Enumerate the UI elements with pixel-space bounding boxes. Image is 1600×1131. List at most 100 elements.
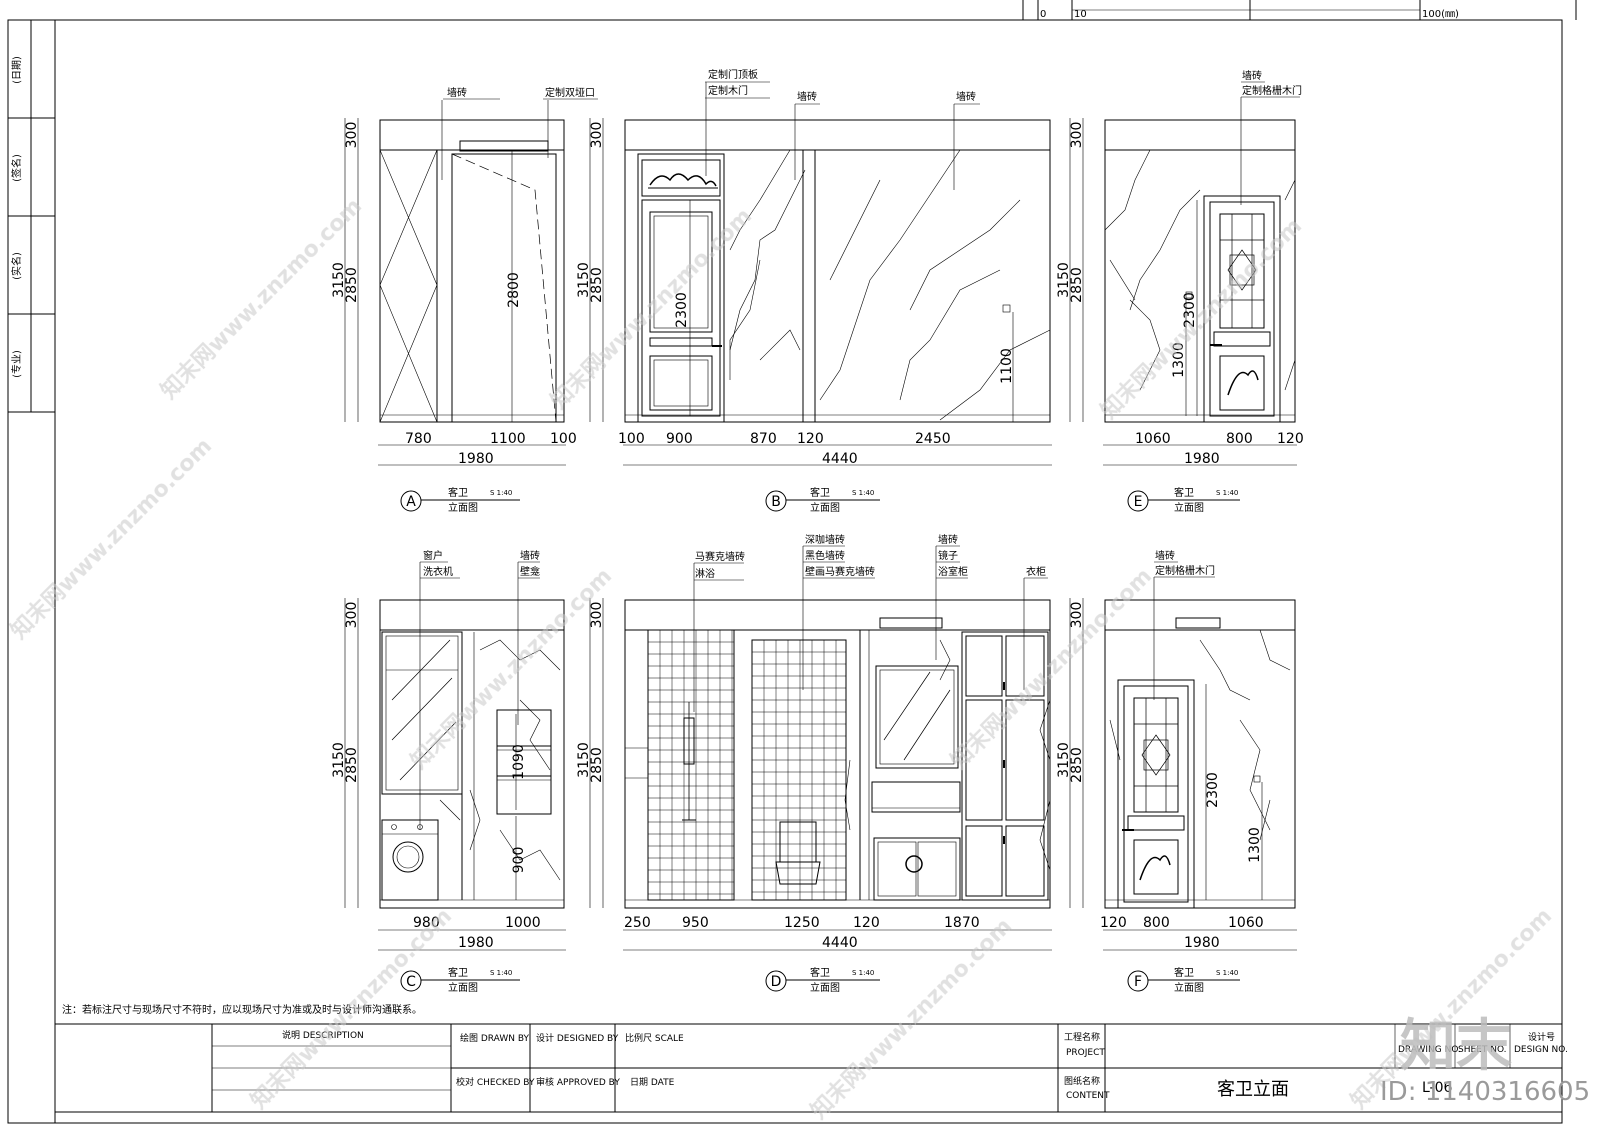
tb-scale: 比例尺 SCALE <box>625 1032 684 1044</box>
b-dim-2450: 2450 <box>915 431 951 447</box>
a-dim-total: 1980 <box>458 451 494 467</box>
e-dim-3150: 3150 <box>1056 262 1072 298</box>
watermarks: 知末网www.znzmo.com 知末网www.znzmo.com 知末网www… <box>6 193 1557 1124</box>
a-dim-780: 780 <box>405 431 432 447</box>
a-dim-300: 300 <box>344 122 360 149</box>
a-dim-100: 100 <box>550 431 577 447</box>
d-mural-tiles <box>751 639 846 900</box>
tb-design-no-en: DESIGN NO. <box>1514 1045 1568 1055</box>
c-dim-1000: 1000 <box>505 915 541 931</box>
tb-sheet-value: L-06 <box>1422 1080 1453 1096</box>
e-scale: S 1:40 <box>1216 489 1238 497</box>
elevation-a: 墙砖 定制双垭口 300 3150 2850 2800 780 1100 100… <box>331 86 598 514</box>
d-marble-veins <box>844 639 1051 871</box>
d-dim-3150: 3150 <box>576 742 592 778</box>
c-callout-washer: 洗衣机 <box>423 565 453 578</box>
d-mosaic-tiles <box>647 629 734 900</box>
d-callout-wall-tile: 墙砖 <box>938 533 958 546</box>
title-block <box>54 1023 1563 1113</box>
c-callout-window: 窗户 <box>423 549 443 562</box>
elevation-e: 2300 1300 墙砖 定制格栅木门 300 3150 2850 1060 8… <box>1056 69 1304 514</box>
d-dim-2850: 2850 <box>589 747 605 783</box>
b-dim-870: 870 <box>750 431 777 447</box>
d-callout-black-tile: 黑色墙砖 <box>805 549 845 562</box>
c-dim-3150: 3150 <box>331 742 347 778</box>
b-dim-1100: 1100 <box>999 348 1015 384</box>
watermark-3: 知末网www.znzmo.com <box>1096 213 1307 424</box>
a-dim-3150: 3150 <box>331 262 347 298</box>
b-scale: S 1:40 <box>852 489 874 497</box>
tb-design-no-cn: 设计号 <box>1528 1031 1555 1043</box>
c-dim-900: 900 <box>511 847 527 874</box>
d-callout-mosaic: 马赛克墙砖 <box>695 550 745 563</box>
label-signature: (签名) <box>10 154 23 182</box>
d-title: 客卫 <box>810 966 830 979</box>
f-dim-1300: 1300 <box>1247 827 1263 863</box>
a-callout-wall-tile: 墙砖 <box>447 86 467 99</box>
b-dim-2300: 2300 <box>674 292 690 328</box>
d-scale: S 1:40 <box>852 969 874 977</box>
b-title: 客卫 <box>810 486 830 499</box>
f-callout-lattice-door: 定制格栅木门 <box>1155 564 1215 577</box>
watermark-id: ID: 1140316605 <box>1380 1077 1590 1107</box>
f-dim-2300: 2300 <box>1205 772 1221 808</box>
a-tag: A <box>406 494 416 510</box>
tb-content-value: 客卫立面 <box>1217 1079 1289 1100</box>
b-subtitle: 立面图 <box>810 501 840 514</box>
e-subtitle: 立面图 <box>1174 501 1204 514</box>
label-date: (日期) <box>11 56 23 84</box>
d-tag: D <box>771 974 782 990</box>
f-dim-total: 1980 <box>1184 935 1220 951</box>
b-dim-3150: 3150 <box>576 262 592 298</box>
tb-drawn-by: 绘图 DRAWN BY <box>460 1032 530 1044</box>
d-dim-250: 250 <box>624 915 651 931</box>
f-title: 客卫 <box>1174 966 1194 979</box>
watermark-2: 知末网www.znzmo.com <box>546 203 757 414</box>
d-subtitle: 立面图 <box>810 981 840 994</box>
e-dim-1300: 1300 <box>1171 342 1187 378</box>
a-scale: S 1:40 <box>490 489 512 497</box>
e-dim-300: 300 <box>1069 122 1085 149</box>
a-dim-2850: 2850 <box>344 267 360 303</box>
b-dim-100: 100 <box>618 431 645 447</box>
c-title: 客卫 <box>448 966 468 979</box>
f-dim-300: 300 <box>1069 602 1085 629</box>
d-callout-shower: 淋浴 <box>695 567 715 580</box>
label-name: (实名) <box>10 252 23 280</box>
d-callout-mural-mosaic: 壁画马赛克墙砖 <box>805 565 875 578</box>
b-tag: B <box>771 494 781 510</box>
d-dim-1870: 1870 <box>944 915 980 931</box>
b-dim-300: 300 <box>589 122 605 149</box>
watermark-logo: 知末 <box>1400 1014 1512 1079</box>
e-dim-2300: 2300 <box>1182 292 1198 328</box>
c-callout-niche: 壁龛 <box>520 565 540 578</box>
f-tag: F <box>1134 974 1142 990</box>
b-marble-veins <box>729 149 1051 421</box>
label-discipline: (专业) <box>10 350 23 378</box>
f-callout-wall-tile: 墙砖 <box>1155 549 1175 562</box>
b-callout-wood-door: 定制木门 <box>708 84 748 97</box>
f-dim-1060: 1060 <box>1228 915 1264 931</box>
elevation-b: 1100 2300 定制门顶板 定制木门 墙砖 墙砖 300 3150 2850… <box>576 68 1052 514</box>
f-lattice <box>1134 698 1178 812</box>
b-dim-120: 120 <box>797 431 824 447</box>
b-callout-door-header: 定制门顶板 <box>708 68 758 81</box>
f-dim-800: 800 <box>1143 915 1170 931</box>
tb-drawing-no: DRAWING NO. <box>1398 1045 1461 1055</box>
c-callout-wall-tile: 墙砖 <box>520 549 540 562</box>
b-dim-total: 4440 <box>822 451 858 467</box>
title-block-text: 说明 DESCRIPTION 绘图 DRAWN BY 设计 DESIGNED B… <box>282 1029 1568 1101</box>
c-dim-300: 300 <box>344 602 360 629</box>
c-dim-1090: 1090 <box>511 744 527 780</box>
scale-bar: 0 10 100(㎜) <box>1022 0 1577 20</box>
e-callout-wall-tile: 墙砖 <box>1242 69 1262 82</box>
e-lattice <box>1220 214 1264 328</box>
a-dim-2800: 2800 <box>506 272 522 308</box>
b-callout-wall-tile-2: 墙砖 <box>956 90 976 103</box>
d-callout-mirror: 镜子 <box>938 549 958 562</box>
tb-date: 日期 DATE <box>630 1077 675 1088</box>
c-marble-veins <box>439 639 561 881</box>
tb-approved-by: 审核 APPROVED BY <box>536 1076 620 1088</box>
tb-content-cn: 图纸名称 <box>1064 1075 1100 1087</box>
